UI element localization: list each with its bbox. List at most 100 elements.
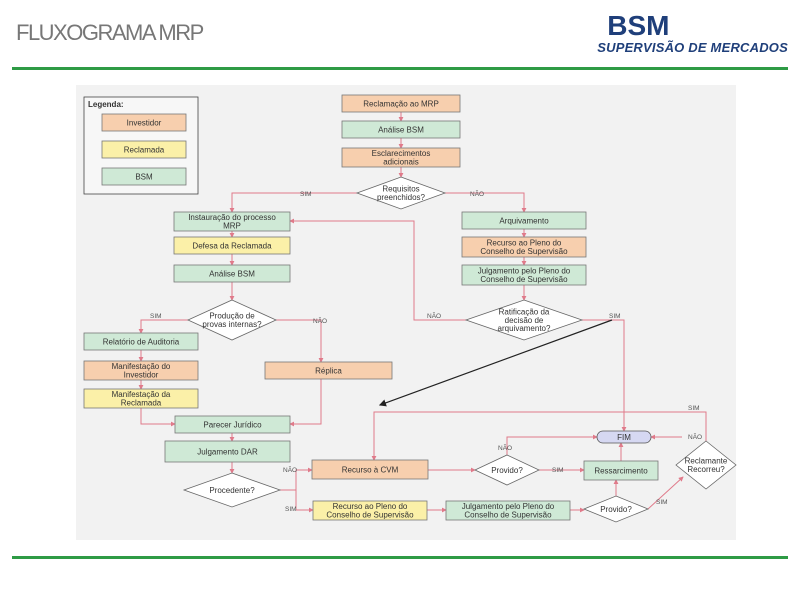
- node-label: Produção de: [209, 312, 255, 321]
- connector-31: [647, 476, 684, 510]
- node-parecer-box: [174, 415, 291, 434]
- page-title: FLUXOGRAMA MRP: [16, 20, 204, 45]
- connector-10: [276, 319, 324, 363]
- node-manif-reclamada-box: [83, 388, 199, 409]
- label-nao-requisitos: NÃO: [470, 189, 484, 198]
- label-sim-ratificacao: SIM: [609, 313, 621, 320]
- node-label: Parecer Jurídico: [203, 420, 262, 429]
- connector-20: [289, 218, 466, 321]
- node-recurso-pleno-1-box: [461, 236, 587, 258]
- highlight-arrow: [378, 319, 613, 407]
- node-label: FIM: [617, 433, 631, 442]
- node-label: Conselho de Supervisão: [480, 247, 568, 256]
- node-esclarecimentos-box: [341, 147, 461, 168]
- node-label: Manifestação do: [112, 362, 171, 371]
- node-ratificacao: [464, 299, 584, 341]
- node-recurso-pleno-2-box: [312, 500, 428, 521]
- node-relatorio: [83, 332, 199, 351]
- logo-main: BSM: [607, 10, 670, 41]
- node-julgamento-pleno-1-box: [461, 264, 587, 286]
- node-label: Procedente?: [209, 486, 255, 495]
- node-label: Recurso ao Pleno do: [487, 239, 562, 248]
- label-nao-ratificacao: NÃO: [427, 311, 441, 320]
- node-recurso-cvm-box: [311, 459, 429, 480]
- node-label: Reclamante: [685, 457, 728, 466]
- connector-26: [506, 434, 598, 455]
- logo-subtitle: SUPERVISÃO DE MERCADOS: [597, 40, 788, 55]
- node-provido-2: [582, 495, 650, 523]
- legend-swatch: [101, 167, 187, 186]
- node-manif-investidor: [83, 360, 199, 381]
- node-analise-bsm-2: [173, 264, 291, 283]
- node-procedente-diamond: [182, 472, 282, 508]
- node-parecer: [174, 415, 291, 434]
- legend-title: Legenda:: [88, 100, 124, 109]
- node-esclarecimentos: [341, 147, 461, 168]
- connector-4: [229, 192, 357, 213]
- label-sim-reclamante: SIM: [688, 405, 700, 412]
- node-producao-diamond: [187, 299, 277, 341]
- label-nao-provido-1: NÃO: [498, 443, 512, 452]
- node-label: Réplica: [315, 366, 342, 375]
- node-replica: [264, 361, 393, 380]
- node-label: preenchidos?: [377, 193, 426, 202]
- node-label: Julgamento DAR: [197, 447, 258, 456]
- node-label: arquivamento?: [498, 324, 551, 333]
- node-arquivamento: [461, 211, 587, 230]
- node-arquivamento-box: [461, 211, 587, 230]
- node-label: Reclamação ao MRP: [363, 99, 439, 108]
- node-reclamante-diamond: [675, 440, 737, 490]
- node-provido-2-diamond: [582, 495, 650, 523]
- flow-connectors: [138, 112, 707, 513]
- node-label: Ratificação da: [499, 307, 550, 316]
- legend-swatch: [101, 140, 187, 159]
- node-label: Investidor: [124, 371, 159, 380]
- node-label: Julgamento pelo Pleno do: [478, 267, 571, 276]
- bottom-divider: [12, 556, 788, 559]
- label-nao-producao: NÃO: [313, 316, 327, 325]
- node-label: Julgamento pelo Pleno do: [462, 502, 555, 511]
- connector-23: [280, 489, 314, 513]
- node-label: Defesa da Reclamada: [192, 241, 272, 250]
- node-instauracao-box: [173, 211, 291, 232]
- node-label: Conselho de Supervisão: [326, 511, 414, 520]
- connector-14: [289, 379, 322, 427]
- node-producao: [187, 299, 277, 341]
- node-analise-bsm-1: [341, 120, 461, 139]
- label-sim-procedente: SIM: [285, 506, 297, 513]
- node-label: Ressarcimento: [594, 466, 648, 475]
- node-julgamento-pleno-1: [461, 264, 587, 286]
- node-reclamacao: [341, 94, 461, 113]
- legend-swatch: [101, 113, 187, 132]
- node-analise-bsm-1-box: [341, 120, 461, 139]
- node-provido-1-diamond: [474, 454, 540, 486]
- node-recurso-pleno-2: [312, 500, 428, 521]
- node-label: Conselho de Supervisão: [480, 275, 568, 284]
- node-ressarcimento-box: [583, 460, 659, 481]
- legend-item-label: BSM: [135, 173, 153, 182]
- node-julgamento-dar: [164, 440, 291, 463]
- node-julgamento-dar-box: [164, 440, 291, 463]
- node-label: provas internas?: [202, 320, 262, 329]
- node-provido-1: [474, 454, 540, 486]
- legend-item-label: Investidor: [127, 119, 162, 128]
- node-reclamante: [675, 440, 737, 490]
- connector-32: [371, 411, 707, 461]
- node-label: Recurso ao Pleno do: [333, 502, 408, 511]
- node-defesa-box: [173, 236, 291, 255]
- legend-item-label: Reclamada: [124, 146, 165, 155]
- node-manif-investidor-box: [83, 360, 199, 381]
- node-label: Análise BSM: [378, 125, 424, 134]
- label-nao-reclamante: NÃO: [688, 432, 702, 441]
- node-label: Instauração do processo: [188, 213, 276, 222]
- node-label: adicionais: [383, 158, 419, 167]
- top-divider: [12, 67, 788, 70]
- node-label: decisão de: [505, 316, 544, 325]
- node-label: Relatório de Auditoria: [103, 337, 180, 346]
- node-label: Recorreu?: [687, 465, 725, 474]
- node-label: Arquivamento: [499, 216, 549, 225]
- node-label: Provido?: [600, 505, 632, 514]
